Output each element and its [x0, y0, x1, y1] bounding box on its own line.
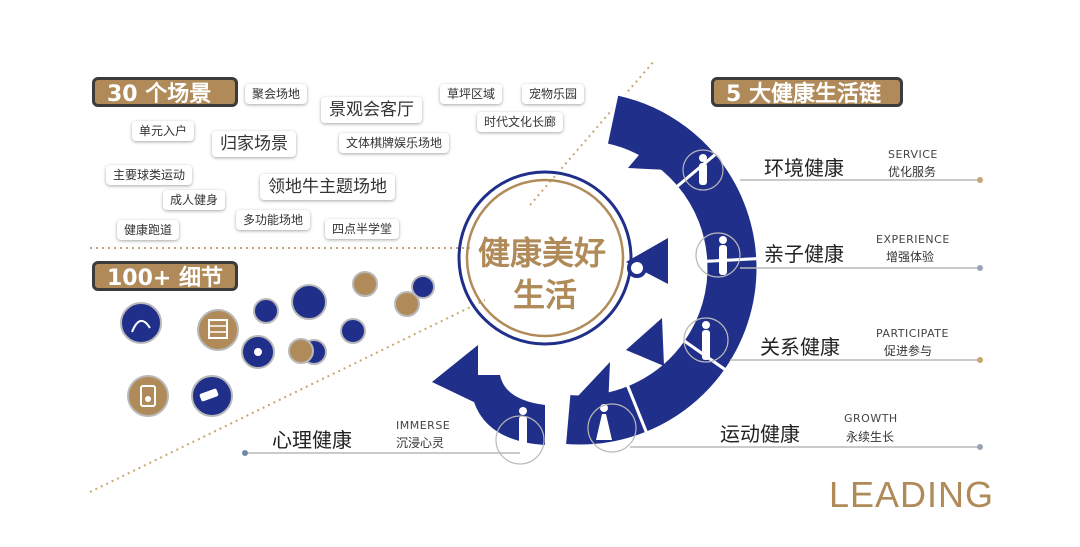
scene-chip-danyuan: 单元入户 [132, 121, 195, 141]
arc-arrows [432, 130, 668, 445]
halo-rings [495, 149, 741, 465]
divider-lower-left [89, 299, 486, 493]
chain-item-huanjing-en: SERVICE [888, 148, 938, 161]
building-icon [197, 309, 239, 351]
person-icon [519, 154, 727, 446]
minus-icon [411, 275, 435, 299]
detail-icons [120, 271, 435, 417]
arrow-head-qinzi [626, 238, 668, 284]
shield-icon [288, 338, 314, 364]
light-icon [394, 291, 420, 317]
chain-item-guanxi-zh: 关系健康 [760, 335, 840, 359]
chain-item-xinli-sub: 沉浸心灵 [396, 436, 445, 450]
center-ring-dot [627, 258, 647, 278]
chain-item-yundong-en: GROWTH [844, 412, 898, 425]
chain-item-yundong-sub: 永续生长 [846, 430, 895, 444]
chain-item-huanjing-zh: 环境健康 [764, 156, 844, 180]
link-dot-yundong [977, 444, 983, 450]
arrow-head-xinli [432, 345, 478, 404]
family-icon [291, 284, 327, 320]
scene-chip-jingguan: 景观会客厅 [321, 97, 422, 123]
chain-item-qinzi-sub: 增强体验 [886, 250, 935, 264]
link-dot-xinli [242, 450, 248, 456]
details-title: 100+ 细节 [92, 261, 238, 291]
link-dot-guanxi [977, 357, 983, 363]
arrow-head-guanxi [626, 318, 664, 366]
scene-chip-guijia: 归家场景 [212, 131, 296, 157]
scene-chip-caoping: 草坪区域 [440, 84, 503, 104]
chain-item-yundong-zh: 运动健康 [720, 422, 800, 446]
sun-icon [340, 318, 366, 344]
scene-chip-lingdi: 领地牛主题场地 [260, 174, 395, 200]
chain-item-xinli-zh: 心理健康 [272, 428, 352, 452]
center-title-line2: 生活 [513, 276, 578, 314]
center-ring-inner [465, 178, 625, 338]
chain-item-xinli-en: IMMERSE [396, 419, 451, 432]
arrow-head-yundong [578, 362, 610, 408]
chain-item-guanxi-sub: 促进参与 [884, 344, 933, 358]
center-title-line1: 健康美好 [478, 234, 607, 272]
clock-icon [352, 271, 378, 297]
chain-item-huanjing-sub: 优化服务 [888, 165, 937, 179]
center-ring-outer [457, 170, 633, 346]
scenes-title: 30 个场景 [92, 77, 238, 107]
chain-title: 5 大健康生活链 [711, 77, 903, 107]
scene-chip-jiankangpaodao: 健康跑道 [117, 220, 180, 240]
chain-item-guanxi-en: PARTICIPATE [876, 327, 949, 340]
arc-tail [470, 375, 545, 445]
scene-chip-sidian: 四点半学堂 [325, 219, 400, 239]
link-dot-huanjing [977, 177, 983, 183]
scene-chip-duogongneng: 多功能场地 [236, 210, 311, 230]
scene-chip-qiulei: 主要球类运动 [106, 165, 193, 185]
scene-chip-chongwu: 宠物乐园 [522, 84, 585, 104]
scene-chip-shidai: 时代文化长廊 [477, 112, 564, 132]
bench-icon [253, 298, 279, 324]
chain-item-qinzi-zh: 亲子健康 [764, 242, 844, 266]
scene-chip-chengren: 成人健身 [163, 190, 226, 210]
arrow-head-huanjing [628, 130, 668, 170]
brand-wordmark: LEADING [828, 474, 994, 515]
link-dot-qinzi [977, 265, 983, 271]
scene-chip-wenti: 文体棋牌娱乐场地 [339, 133, 450, 153]
scene-chip-juhui: 聚会场地 [245, 84, 308, 104]
pet-icon [120, 302, 162, 344]
chain-item-qinzi-en: EXPERIENCE [876, 233, 950, 246]
